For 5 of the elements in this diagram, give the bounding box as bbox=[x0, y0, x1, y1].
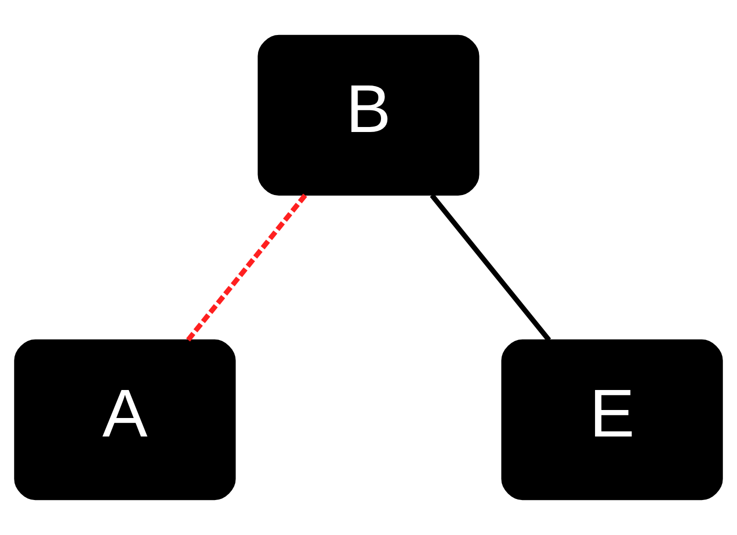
connector bbox=[186, 194, 308, 342]
node-box: E bbox=[501, 339, 723, 500]
node-box: A bbox=[14, 339, 236, 500]
node-box: B bbox=[258, 34, 480, 196]
connector bbox=[430, 194, 551, 342]
